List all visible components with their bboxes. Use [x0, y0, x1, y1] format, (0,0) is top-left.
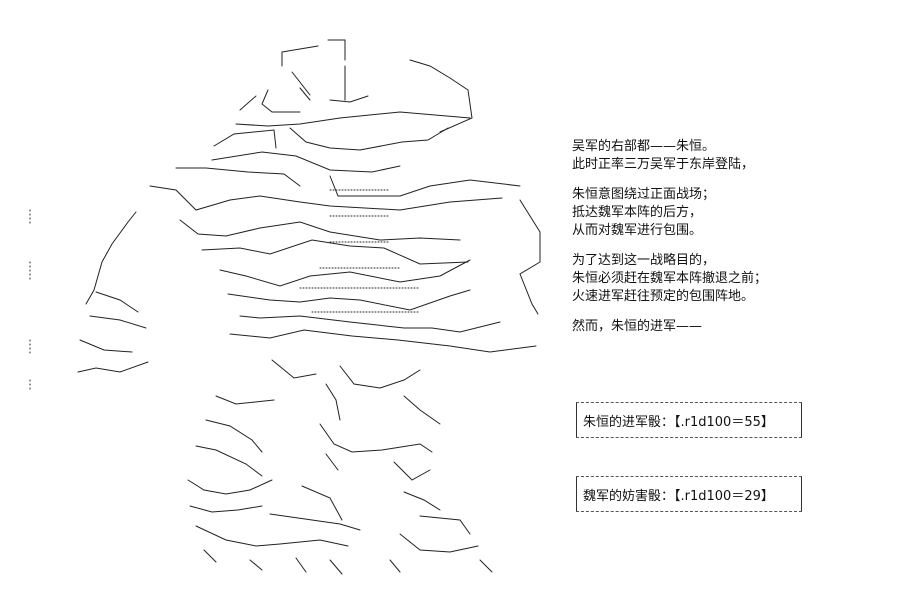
narration-line: 抵达魏军本阵的后方，: [572, 205, 703, 220]
narration-line: 然而，朱恒的进军——: [572, 319, 703, 334]
dice-label: 魏军的妨害骰：: [583, 489, 675, 504]
narration-line: 朱恒必须赶在魏军本阵撤退之前；: [572, 271, 768, 286]
dice-roll-box-hindrance: 魏军的妨害骰：【.r1d100＝29】: [576, 476, 802, 512]
narration-para-4: 然而，朱恒的进军——: [572, 318, 892, 336]
ascii-art-warrior-figure: [29, 39, 541, 575]
narration-line: 此时正率三万吴军于东岸登陆，: [572, 157, 755, 172]
narration-para-3: 为了达到这一战略目的， 朱恒必须赶在魏军本阵撤退之前； 火速进军赶往预定的包围阵…: [572, 252, 892, 306]
narration-para-1: 吴军的右部都——朱恒。 此时正率三万吴军于东岸登陆，: [572, 138, 892, 174]
dice-result: 【.r1d100＝29】: [674, 489, 774, 504]
narration-line: 火速进军赶往预定的包围阵地。: [572, 289, 755, 304]
narration-para-2: 朱恒意图绕过正面战场； 抵达魏军本阵的后方， 从而对魏军进行包围。: [572, 186, 892, 240]
dice-result: 【.r1d100＝55】: [674, 415, 774, 430]
narration-line: 朱恒意图绕过正面战场；: [572, 187, 716, 202]
narration-line: 吴军的右部都——朱恒。: [572, 139, 716, 154]
narration-text: 吴军的右部都——朱恒。 此时正率三万吴军于东岸登陆， 朱恒意图绕过正面战场； 抵…: [572, 138, 892, 348]
narration-line: 为了达到这一战略目的，: [572, 253, 716, 268]
narration-line: 从而对魏军进行包围。: [572, 223, 703, 238]
dice-label: 朱恒的进军骰：: [583, 415, 675, 430]
dice-roll-box-advance: 朱恒的进军骰：【.r1d100＝55】: [576, 402, 802, 438]
